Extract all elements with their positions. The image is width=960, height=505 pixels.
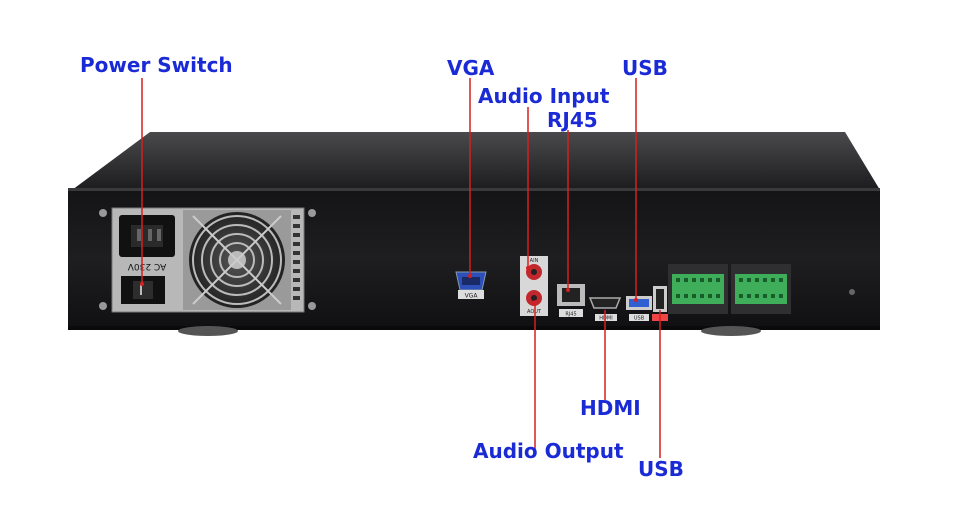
usb-marking: USB	[634, 316, 645, 322]
label-hdmi: HDMI	[580, 396, 641, 420]
label-audio-output: Audio Output	[473, 439, 624, 463]
power-rating-marking: AC 230V	[127, 261, 166, 271]
audio-ports	[520, 256, 548, 316]
label-power-switch: Power Switch	[80, 53, 233, 77]
vga-marking: VGA	[465, 293, 479, 300]
audio-in-marking: AIN	[530, 258, 539, 264]
label-usb-bottom: USB	[638, 457, 684, 481]
hdmi-marking: HDMI	[599, 316, 612, 322]
leader-markers	[140, 266, 638, 302]
rj45-marking: RJ45	[565, 312, 576, 318]
power-inlet	[119, 215, 175, 257]
label-usb-top: USB	[622, 56, 668, 80]
psu-vents	[293, 215, 300, 300]
terminal-blocks	[668, 264, 791, 314]
chassis-top	[72, 132, 880, 190]
power-switch	[121, 276, 165, 304]
leader-lines	[141, 78, 661, 458]
label-rj45: RJ45	[547, 108, 598, 132]
usb3-port	[626, 296, 652, 321]
rj45-port	[557, 284, 585, 317]
fan-grille	[183, 210, 291, 310]
chassis-feet	[178, 326, 761, 336]
vga-port	[455, 271, 487, 299]
chassis-screw	[849, 289, 855, 295]
hdmi-port	[588, 297, 622, 321]
label-audio-input: Audio Input	[478, 84, 610, 108]
label-vga: VGA	[447, 56, 495, 80]
